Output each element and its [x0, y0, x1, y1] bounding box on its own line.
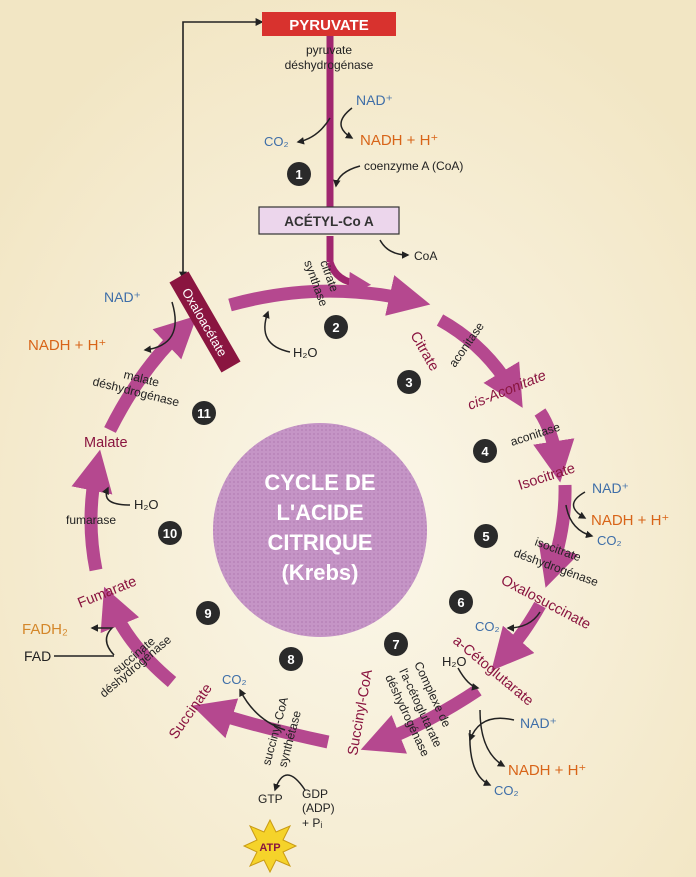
nadh-malate: NADH + H⁺: [28, 337, 106, 354]
fumarase-label: fumarase: [66, 513, 116, 527]
title-line-4: (Krebs): [281, 560, 358, 585]
title-line-1: CYCLE DE: [264, 470, 375, 495]
co2-oxalosuccinate: CO₂: [475, 619, 500, 634]
co2-keto: CO₂: [494, 783, 519, 798]
h2o-citrate: H₂O: [293, 345, 318, 360]
gtp-label: GTP: [258, 792, 283, 806]
step-7-number: 7: [392, 637, 399, 652]
step-6-number: 6: [457, 595, 464, 610]
pyruvate-enzyme-line-2: déshydrogénase: [285, 58, 374, 72]
step-3-number: 3: [405, 375, 412, 390]
co2-succinyl: CO₂: [222, 672, 247, 687]
atp-label: ATP: [259, 842, 280, 854]
step-11-number: 11: [197, 406, 211, 421]
step1-nad: NAD⁺: [356, 92, 393, 108]
gdp-line-1: GDP: [302, 787, 328, 801]
acetyl-label: ACÉTYL-Co A: [284, 214, 374, 229]
step1-nadh: NADH + H⁺: [360, 132, 438, 149]
nadh-keto: NADH + H⁺: [508, 762, 586, 779]
title-line-2: L'ACIDE: [276, 500, 363, 525]
step-9-number: 9: [204, 606, 211, 621]
acetyl-coa-out: CoA: [414, 249, 437, 263]
h2o-keto: H₂O: [442, 654, 467, 669]
step1-coa: coenzyme A (CoA): [364, 159, 463, 173]
title-line-3: CITRIQUE: [267, 530, 372, 555]
gdp-line-2: (ADP): [302, 801, 335, 815]
pyruvate-enzyme-line-1: pyruvate: [306, 43, 352, 57]
nadh-isocitrate: NADH + H⁺: [591, 512, 669, 529]
step1-co2: CO₂: [264, 134, 289, 149]
h2o-fumarase: H₂O: [134, 497, 159, 512]
pyruvate-label: PYRUVATE: [289, 17, 368, 34]
step-4-number: 4: [481, 444, 489, 459]
fad-label: FAD: [24, 648, 51, 664]
malate-label: Malate: [84, 435, 128, 451]
step-8-number: 8: [287, 652, 294, 667]
nad-isocitrate: NAD⁺: [592, 480, 629, 496]
gdp-line-3: + Pᵢ: [302, 816, 322, 830]
step-1-number: 1: [295, 167, 302, 182]
nad-malate: NAD⁺: [104, 289, 141, 305]
fadh2-label: FADH₂: [22, 621, 68, 638]
co2-isocitrate: CO₂: [597, 533, 622, 548]
step-2-number: 2: [332, 320, 339, 335]
step-10-number: 10: [163, 526, 177, 541]
nad-keto: NAD⁺: [520, 715, 557, 731]
step-5-number: 5: [482, 529, 489, 544]
